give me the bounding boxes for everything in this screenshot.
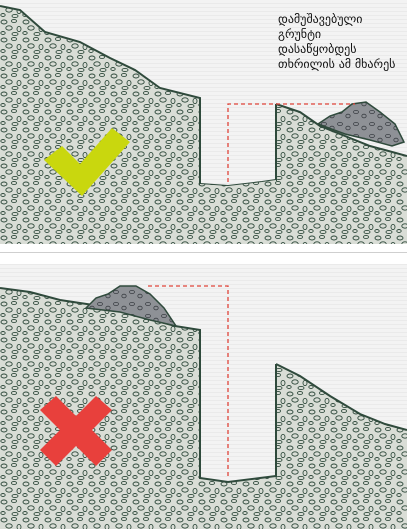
guide-line xyxy=(148,285,229,478)
correct-example-panel: დამუშავებული გრუნტი დასაწყობდეს თხრილის … xyxy=(0,0,407,244)
ground-left xyxy=(0,6,407,244)
caption-line: დასაწყობდეს xyxy=(278,42,357,56)
check-icon xyxy=(44,128,130,196)
correct-trench-diagram xyxy=(0,5,407,244)
caption-line: გრუნტი xyxy=(278,27,322,41)
caption-line: თხრილის ამ მხარეს xyxy=(278,57,396,71)
spoil-pile xyxy=(316,101,406,147)
incorrect-trench-diagram xyxy=(0,285,407,529)
incorrect-example-panel xyxy=(0,264,407,529)
panel-divider xyxy=(0,252,407,253)
cross-icon xyxy=(40,396,112,466)
caption-line: დამუშავებული xyxy=(278,12,363,26)
guide-line xyxy=(227,103,355,182)
caption: დამუშავებული გრუნტი დასაწყობდეს თხრილის … xyxy=(278,12,403,72)
spoil-pile xyxy=(84,285,178,328)
